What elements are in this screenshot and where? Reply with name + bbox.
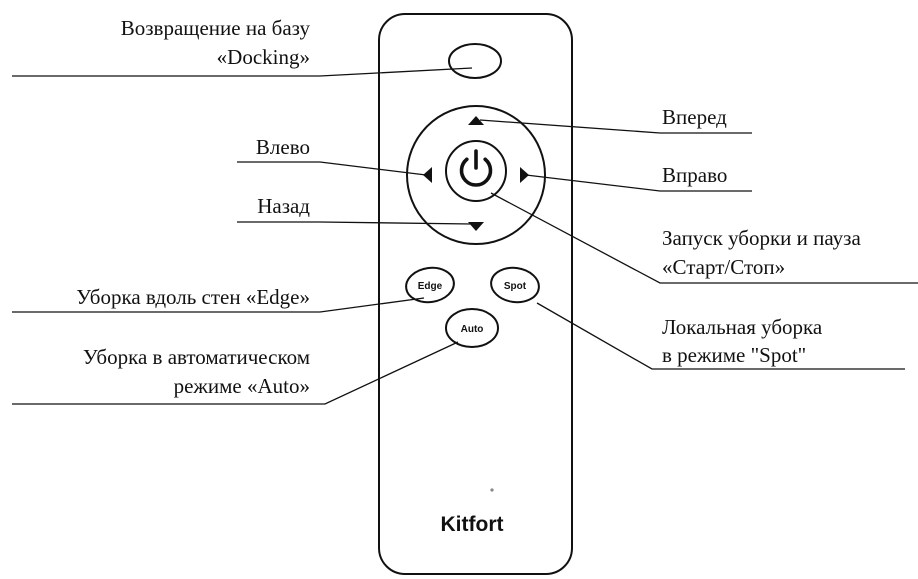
spot-label-line1: Локальная уборка xyxy=(662,315,823,339)
docking-leader-line xyxy=(12,67,473,77)
forward-leader-line xyxy=(479,119,752,134)
brand-logo: Kitfort xyxy=(441,513,504,536)
docking-label-line2: «Docking» xyxy=(217,45,310,69)
edge-button[interactable]: Edge xyxy=(404,265,456,305)
forward-label: Вперед xyxy=(662,105,727,129)
auto-button-label: Auto xyxy=(461,324,484,335)
spot-label-line2: в режиме "Spot" xyxy=(662,343,806,367)
back-leader-line xyxy=(237,221,473,225)
auto-label-line1: Уборка в автоматическом xyxy=(83,345,310,369)
edge-label: Уборка вдоль стен «Edge» xyxy=(76,285,310,309)
right-label: Вправо xyxy=(662,163,727,187)
auto-button[interactable]: Auto xyxy=(445,308,499,348)
right-arrow-icon[interactable] xyxy=(520,167,529,183)
power-icon xyxy=(459,149,493,187)
auto-leader-line xyxy=(12,341,459,405)
left-leader-line xyxy=(237,161,427,176)
edge-button-label: Edge xyxy=(418,281,443,292)
start-stop-leader-line xyxy=(490,192,918,284)
spot-leader-line xyxy=(536,302,905,370)
back-label: Назад xyxy=(257,194,310,218)
right-leader-line xyxy=(525,174,752,192)
left-arrow-icon[interactable] xyxy=(423,167,432,183)
left-label: Влево xyxy=(256,135,310,159)
start-stop-label-line1: Запуск уборки и пауза xyxy=(662,226,861,250)
start-stop-button[interactable] xyxy=(445,140,507,202)
auto-label-line2: режиме «Auto» xyxy=(174,374,310,398)
start-stop-label-line2: «Старт/Стоп» xyxy=(662,255,785,279)
indicator-dot xyxy=(490,488,494,492)
spot-button[interactable]: Spot xyxy=(489,265,541,305)
edge-leader-line xyxy=(12,297,425,313)
spot-button-label: Spot xyxy=(504,281,527,292)
docking-label-line1: Возвращение на базу xyxy=(121,16,311,40)
back-arrow-icon[interactable] xyxy=(468,222,484,231)
forward-arrow-icon[interactable] xyxy=(468,116,484,125)
docking-button[interactable] xyxy=(448,43,502,79)
